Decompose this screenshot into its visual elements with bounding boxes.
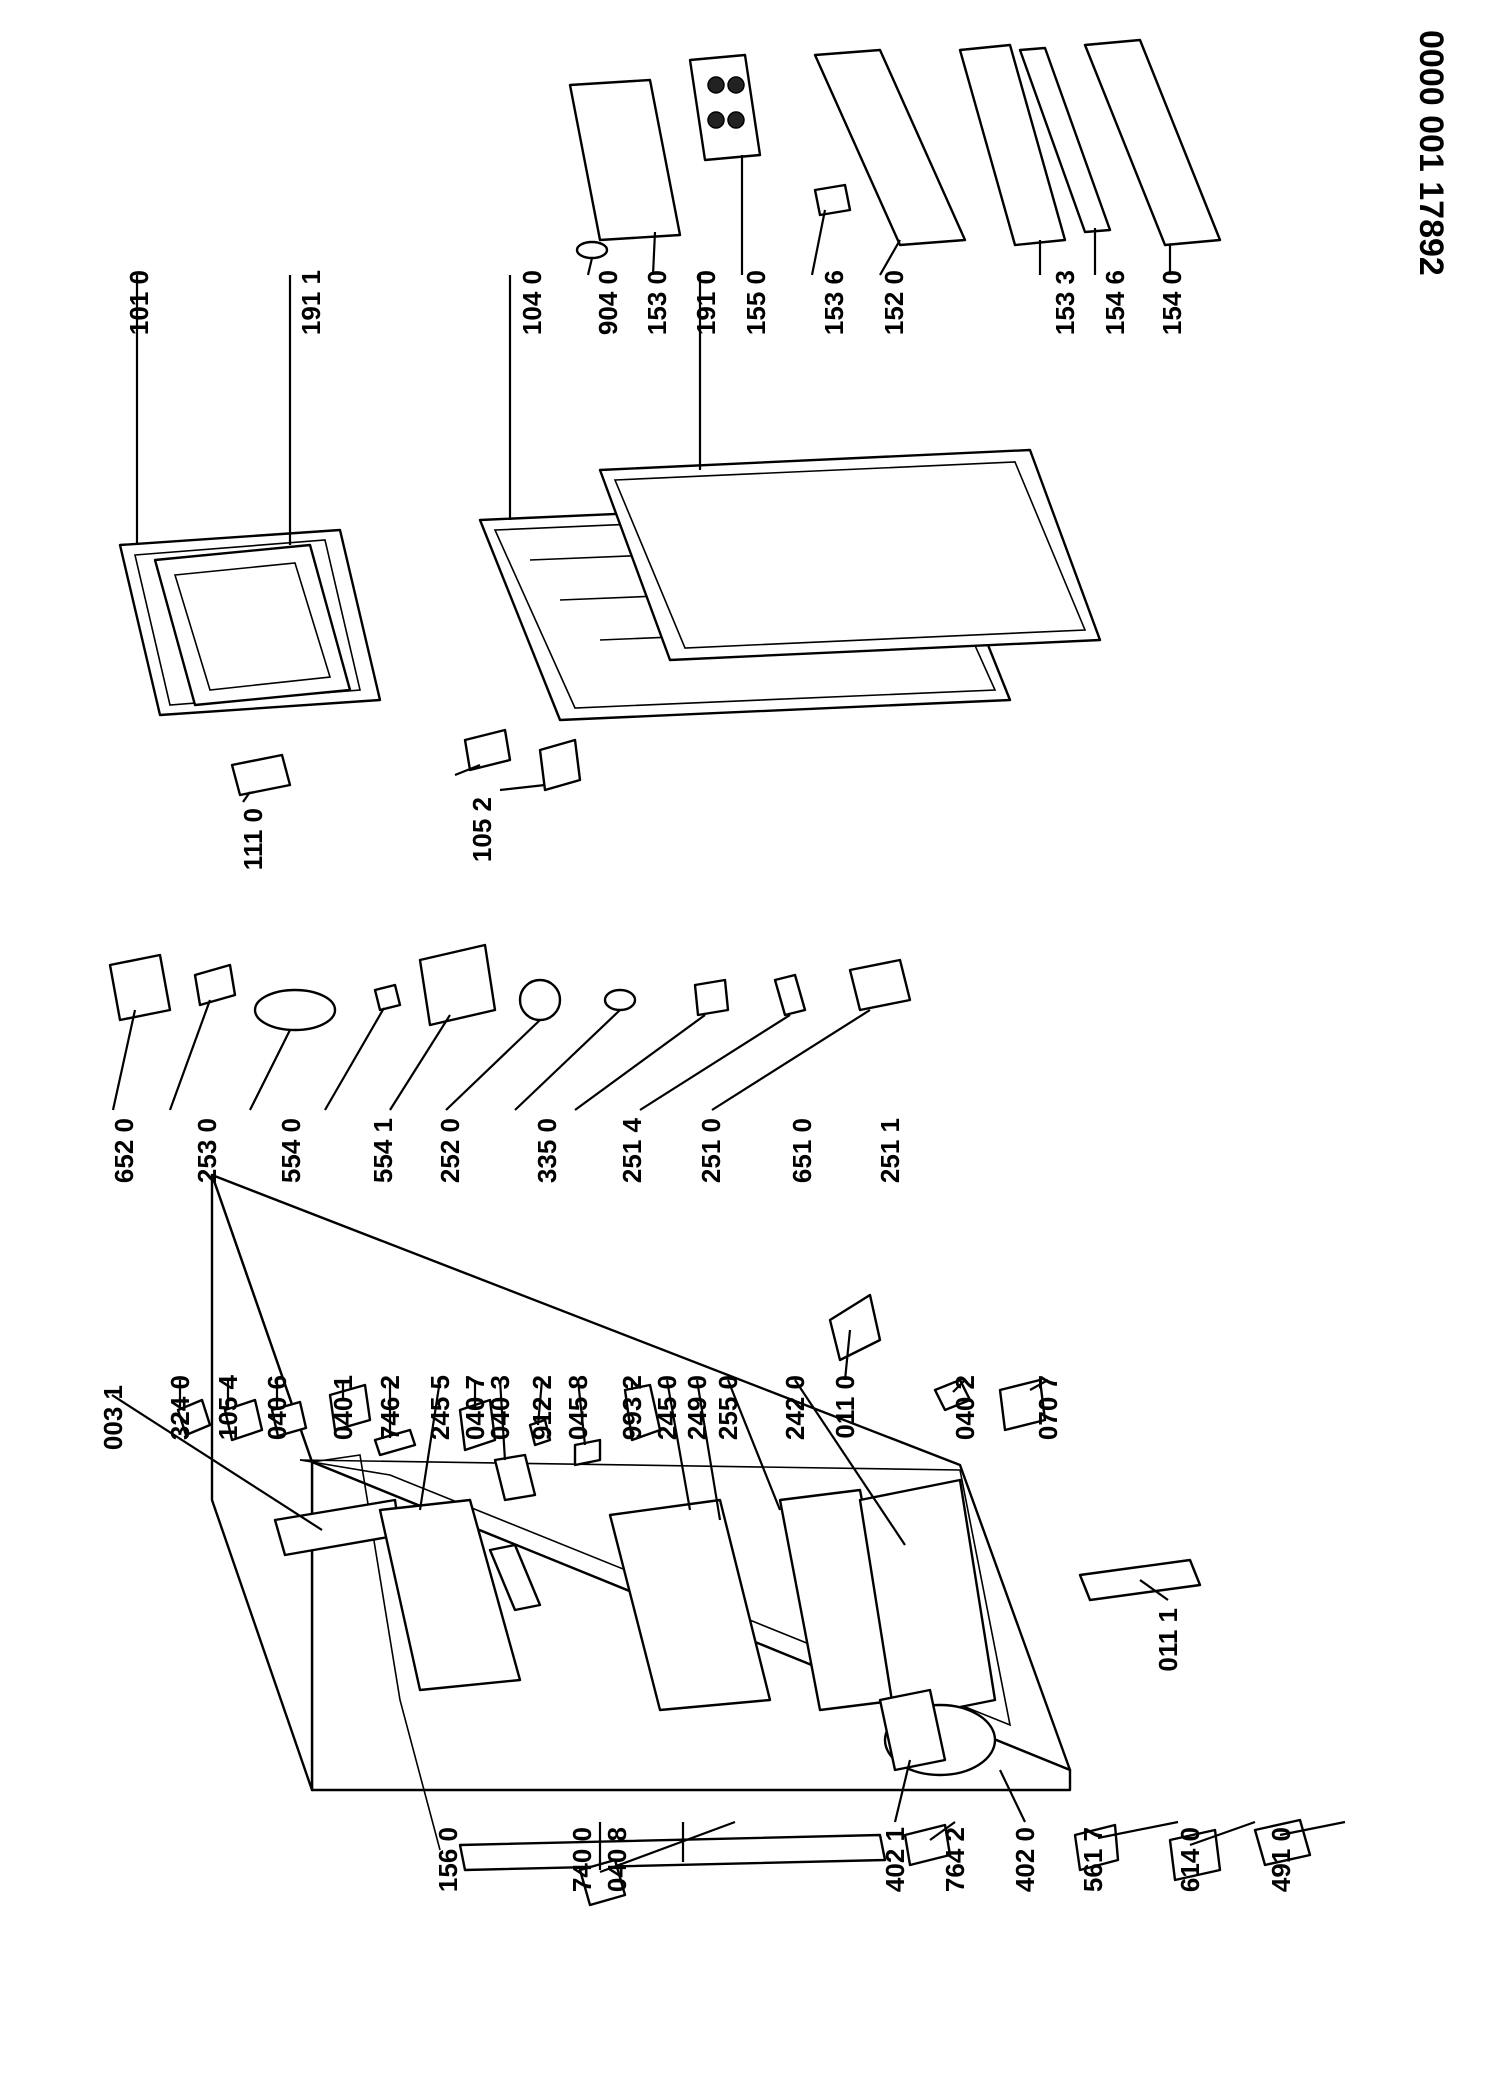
label-904-0: 904 0 [593,270,623,335]
label-101-0: 101 0 [124,270,154,335]
label-324-0: 324 0 [165,1375,195,1440]
label-040-8: 040 8 [602,1827,632,1892]
label-152-0: 152 0 [879,270,909,335]
label-040-6: 040 6 [262,1375,292,1440]
cabinet-assembly [210,1173,1202,1872]
label-249-0: 249 0 [682,1375,712,1440]
leader-lines [111,155,1346,1874]
label-040-7: 040 7 [460,1375,490,1440]
label-251-4: 251 4 [617,1117,647,1183]
label-251-1: 251 1 [875,1118,905,1183]
label-111-0: 111 0 [238,808,268,870]
label-242-0: 242 0 [780,1375,810,1440]
label-191-0: 191 0 [691,270,721,335]
label-011-0: 011 0 [830,1375,860,1439]
label-105-2: 105 2 [467,797,497,862]
label-040-2: 040 2 [950,1375,980,1440]
label-251-0: 251 0 [696,1118,726,1183]
label-105-4: 105 4 [213,1374,243,1440]
label-764-2: 764 2 [940,1827,970,1892]
label-402-1: 402 1 [880,1827,910,1892]
label-154-0: 154 0 [1157,270,1187,335]
part-labels: 003 1 324 0 105 4 040 6 040 1 746 2 245 … [98,270,1296,1892]
door-bins [568,38,1222,260]
label-153-6: 153 6 [819,270,849,335]
label-153-3: 153 3 [1050,270,1080,335]
label-740-0: 740 0 [567,1827,597,1892]
label-191-1: 191 1 [296,270,326,335]
door-assembly [118,448,1102,797]
label-746-2: 746 2 [375,1375,405,1440]
label-104-0: 104 0 [517,270,547,335]
label-245-5: 245 5 [425,1375,455,1440]
label-040-3: 040 3 [485,1375,515,1440]
label-045-8: 045 8 [563,1375,593,1440]
label-554-0: 554 0 [276,1118,306,1183]
label-011-1: 011 1 [1153,1608,1183,1672]
label-335-0: 335 0 [532,1118,562,1183]
label-155-0: 155 0 [741,270,771,335]
middle-column-parts [108,943,912,1032]
label-651-0: 651 0 [787,1118,817,1183]
label-491-0: 491 0 [1266,1827,1296,1892]
document-code: 0000 001 17892 [1412,30,1450,276]
label-003-1: 003 1 [98,1385,128,1450]
label-255-0: 255 0 [713,1375,743,1440]
label-040-1: 040 1 [328,1375,358,1440]
label-154-6: 154 6 [1100,270,1130,335]
label-912-2: 912 2 [527,1375,557,1440]
label-402-0: 402 0 [1010,1827,1040,1892]
label-153-0: 153 0 [642,270,672,335]
label-156-0: 156 0 [433,1827,463,1892]
label-561-7: 561 7 [1078,1827,1108,1892]
label-253-0: 253 0 [192,1118,222,1183]
label-993-2: 993 2 [617,1375,647,1440]
label-245-0: 245 0 [652,1375,682,1440]
label-252-0: 252 0 [435,1118,465,1183]
label-652-0: 652 0 [109,1118,139,1183]
label-070-7: 070 7 [1033,1375,1063,1440]
label-554-1: 554 1 [368,1118,398,1183]
label-614-0: 614 0 [1175,1827,1205,1892]
